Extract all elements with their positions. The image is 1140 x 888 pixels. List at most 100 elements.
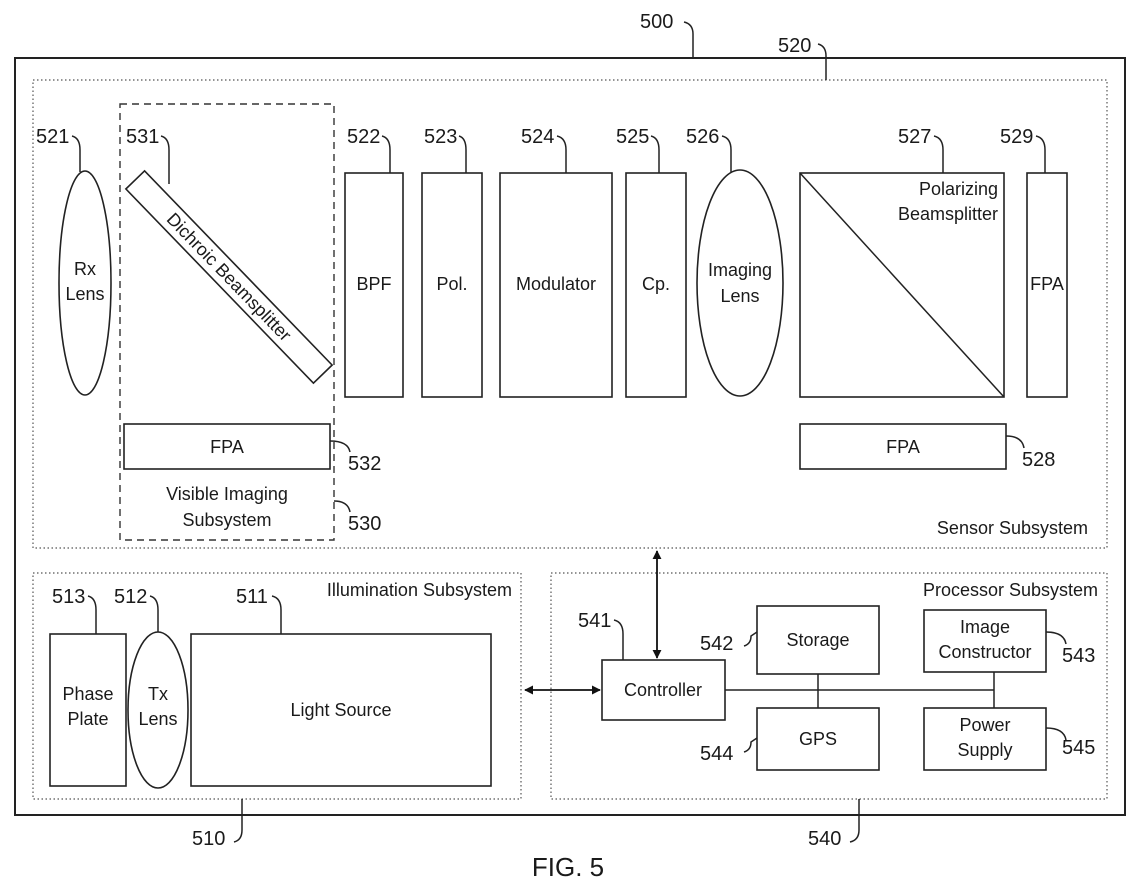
- figure-caption: FIG. 5: [532, 852, 604, 882]
- rx-lens: [58, 170, 112, 396]
- polarizer-ref: 523: [424, 126, 457, 148]
- illumination-title: Illumination Subsystem: [327, 580, 512, 600]
- visible-imaging-subsystem-box: [119, 103, 335, 541]
- modulator-leader: [556, 135, 567, 173]
- phase-plate-leader: [87, 595, 97, 634]
- sensor-leader: [817, 43, 827, 80]
- processor-title: Processor Subsystem: [923, 580, 1098, 600]
- power-supply-label-2: Supply: [957, 740, 1012, 760]
- polarizer: [421, 172, 483, 398]
- image-constructor-leader: [1045, 631, 1067, 645]
- imaging-lens: [696, 169, 784, 397]
- power-supply: [923, 707, 1047, 771]
- light-source-label: Light Source: [290, 700, 391, 720]
- fpa-right: [1026, 172, 1068, 398]
- dichroic-leader: [160, 135, 170, 184]
- bus-line: [725, 672, 995, 708]
- phase-plate-label-1: Phase: [62, 684, 113, 704]
- imaging-lens-ref: 526: [686, 126, 719, 148]
- tx-lens-label-2: Lens: [138, 709, 177, 729]
- phase-plate-label-2: Plate: [67, 709, 108, 729]
- compensator: [625, 172, 687, 398]
- controller-ref: 541: [578, 610, 611, 632]
- dichroic-beamsplitter: Dichroic Beamsplitter: [124, 169, 334, 385]
- rx-lens-label-1: Rx: [74, 259, 96, 279]
- modulator: [499, 172, 613, 398]
- pbs-ref: 527: [898, 126, 931, 148]
- image-constructor-label-2: Constructor: [938, 642, 1031, 662]
- compensator-label: Cp.: [642, 274, 670, 294]
- bpf-ref: 522: [347, 126, 380, 148]
- phase-plate-ref: 513: [52, 586, 85, 608]
- illumination-leader: [233, 799, 243, 843]
- power-supply-leader: [1045, 727, 1067, 741]
- light-source-leader: [271, 595, 282, 634]
- imaging-lens-label-2: Lens: [720, 286, 759, 306]
- controller: [601, 659, 726, 721]
- storage-leader: [743, 631, 758, 647]
- compensator-leader: [650, 135, 660, 173]
- gps-ref: 544: [700, 743, 733, 765]
- image-constructor: [923, 609, 1047, 673]
- dichroic-label: Dichroic Beamsplitter: [163, 209, 296, 345]
- visible-imaging-leader: [333, 500, 351, 513]
- pbs-label-2: Beamsplitter: [898, 204, 998, 224]
- image-constructor-label-1: Image: [960, 617, 1010, 637]
- power-supply-label-1: Power: [959, 715, 1010, 735]
- modulator-ref: 524: [521, 126, 554, 148]
- modulator-label: Modulator: [516, 274, 596, 294]
- power-supply-ref: 545: [1062, 737, 1095, 759]
- storage-label: Storage: [786, 630, 849, 650]
- tx-lens-leader: [149, 595, 159, 632]
- tx-lens-label-1: Tx: [148, 684, 168, 704]
- image-constructor-ref: 543: [1062, 645, 1095, 667]
- fpa-visible-leader: [329, 440, 351, 453]
- sensor-subsystem-box: [32, 79, 1108, 549]
- bpf-filter: [344, 172, 404, 398]
- fpa-right-leader: [1035, 135, 1046, 173]
- fpa-bottom-ref: 528: [1022, 449, 1055, 471]
- rx-lens-label-2: Lens: [65, 284, 104, 304]
- polarizer-leader: [458, 135, 467, 173]
- bpf-label: BPF: [356, 274, 391, 294]
- gps-leader: [743, 737, 758, 753]
- rx-lens-leader: [71, 135, 81, 172]
- illumination-subsystem-box: [32, 572, 522, 800]
- storage: [756, 605, 880, 675]
- pbs-leader: [933, 135, 944, 173]
- gps: [756, 707, 880, 771]
- fpa-right-label: FPA: [1030, 274, 1064, 294]
- fpa-right-ref: 529: [1000, 126, 1033, 148]
- processor-leader: [849, 799, 860, 843]
- light-source: [190, 633, 492, 787]
- tx-lens-ref: 512: [114, 586, 147, 608]
- storage-ref: 542: [700, 633, 733, 655]
- controller-label: Controller: [624, 680, 702, 700]
- fpa-bottom-leader: [1005, 435, 1025, 449]
- system-leader: [683, 21, 694, 58]
- controller-leader: [613, 619, 624, 660]
- imaging-lens-leader: [721, 135, 732, 172]
- visible-imaging-label-2: Subsystem: [182, 510, 271, 530]
- imaging-lens-label-1: Imaging: [708, 260, 772, 280]
- processor-subsystem-box: [550, 572, 1108, 800]
- fpa-bottom-label: FPA: [886, 437, 920, 457]
- fpa-visible-label: FPA: [210, 437, 244, 457]
- processor-ref: 540: [808, 828, 841, 850]
- system-ref: 500: [640, 11, 673, 33]
- visible-imaging-ref: 530: [348, 513, 381, 535]
- bpf-leader: [381, 135, 391, 173]
- fpa-visible-ref: 532: [348, 453, 381, 475]
- gps-label: GPS: [799, 729, 837, 749]
- light-source-ref: 511: [236, 586, 268, 608]
- rx-lens-ref: 521: [36, 126, 69, 148]
- polarizing-beamsplitter-diagonal: [799, 172, 1005, 398]
- dichroic-ref: 531: [126, 126, 159, 148]
- illumination-ref: 510: [192, 828, 225, 850]
- sensor-title: Sensor Subsystem: [937, 518, 1088, 538]
- polarizer-label: Pol.: [436, 274, 467, 294]
- sensor-ref: 520: [778, 35, 811, 57]
- fpa-visible: [123, 423, 331, 470]
- system-box: [14, 57, 1126, 816]
